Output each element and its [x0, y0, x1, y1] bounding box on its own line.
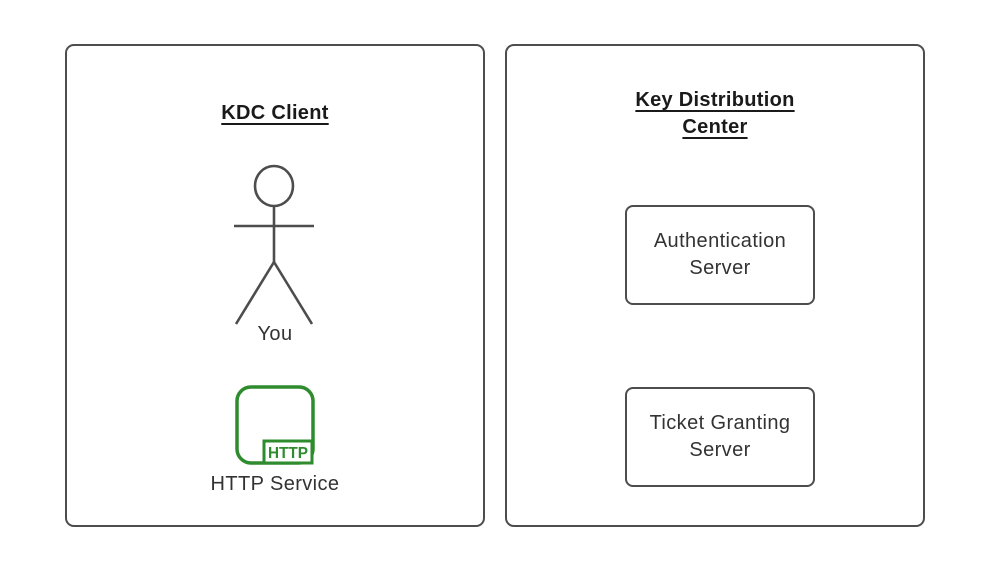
actor-leg-left — [234, 261, 276, 325]
http-window-icon: HTTP — [235, 385, 315, 465]
ticket-granting-server-label-line-2: Server — [689, 439, 751, 461]
authentication-server-label-line-2: Server — [689, 257, 751, 279]
actor-head — [253, 164, 295, 208]
stick-figure-person-icon — [234, 164, 314, 325]
http-icon-badge-label: HTTP — [268, 445, 308, 462]
http-icon-badge — [262, 439, 314, 465]
kdc-title-line-2: Center — [682, 116, 748, 138]
authentication-server-label-line-1: Authentication — [653, 230, 787, 252]
actor-label: You — [257, 323, 293, 345]
authentication-server-box: Authentication Server — [625, 205, 815, 305]
kdc-client-panel-title: KDC Client — [65, 100, 485, 127]
ticket-granting-server-label-line-1: Ticket Granting — [649, 412, 791, 434]
http-service-label: HTTP Service — [210, 473, 340, 495]
kdc-title-line-1: Key Distribution — [635, 89, 795, 111]
kdc-client-title-text: KDC Client — [221, 102, 329, 124]
actor-leg-right — [272, 261, 314, 325]
ticket-granting-server-box: Ticket Granting Server — [625, 387, 815, 487]
key-distribution-center-title: Key Distribution Center — [505, 87, 925, 141]
